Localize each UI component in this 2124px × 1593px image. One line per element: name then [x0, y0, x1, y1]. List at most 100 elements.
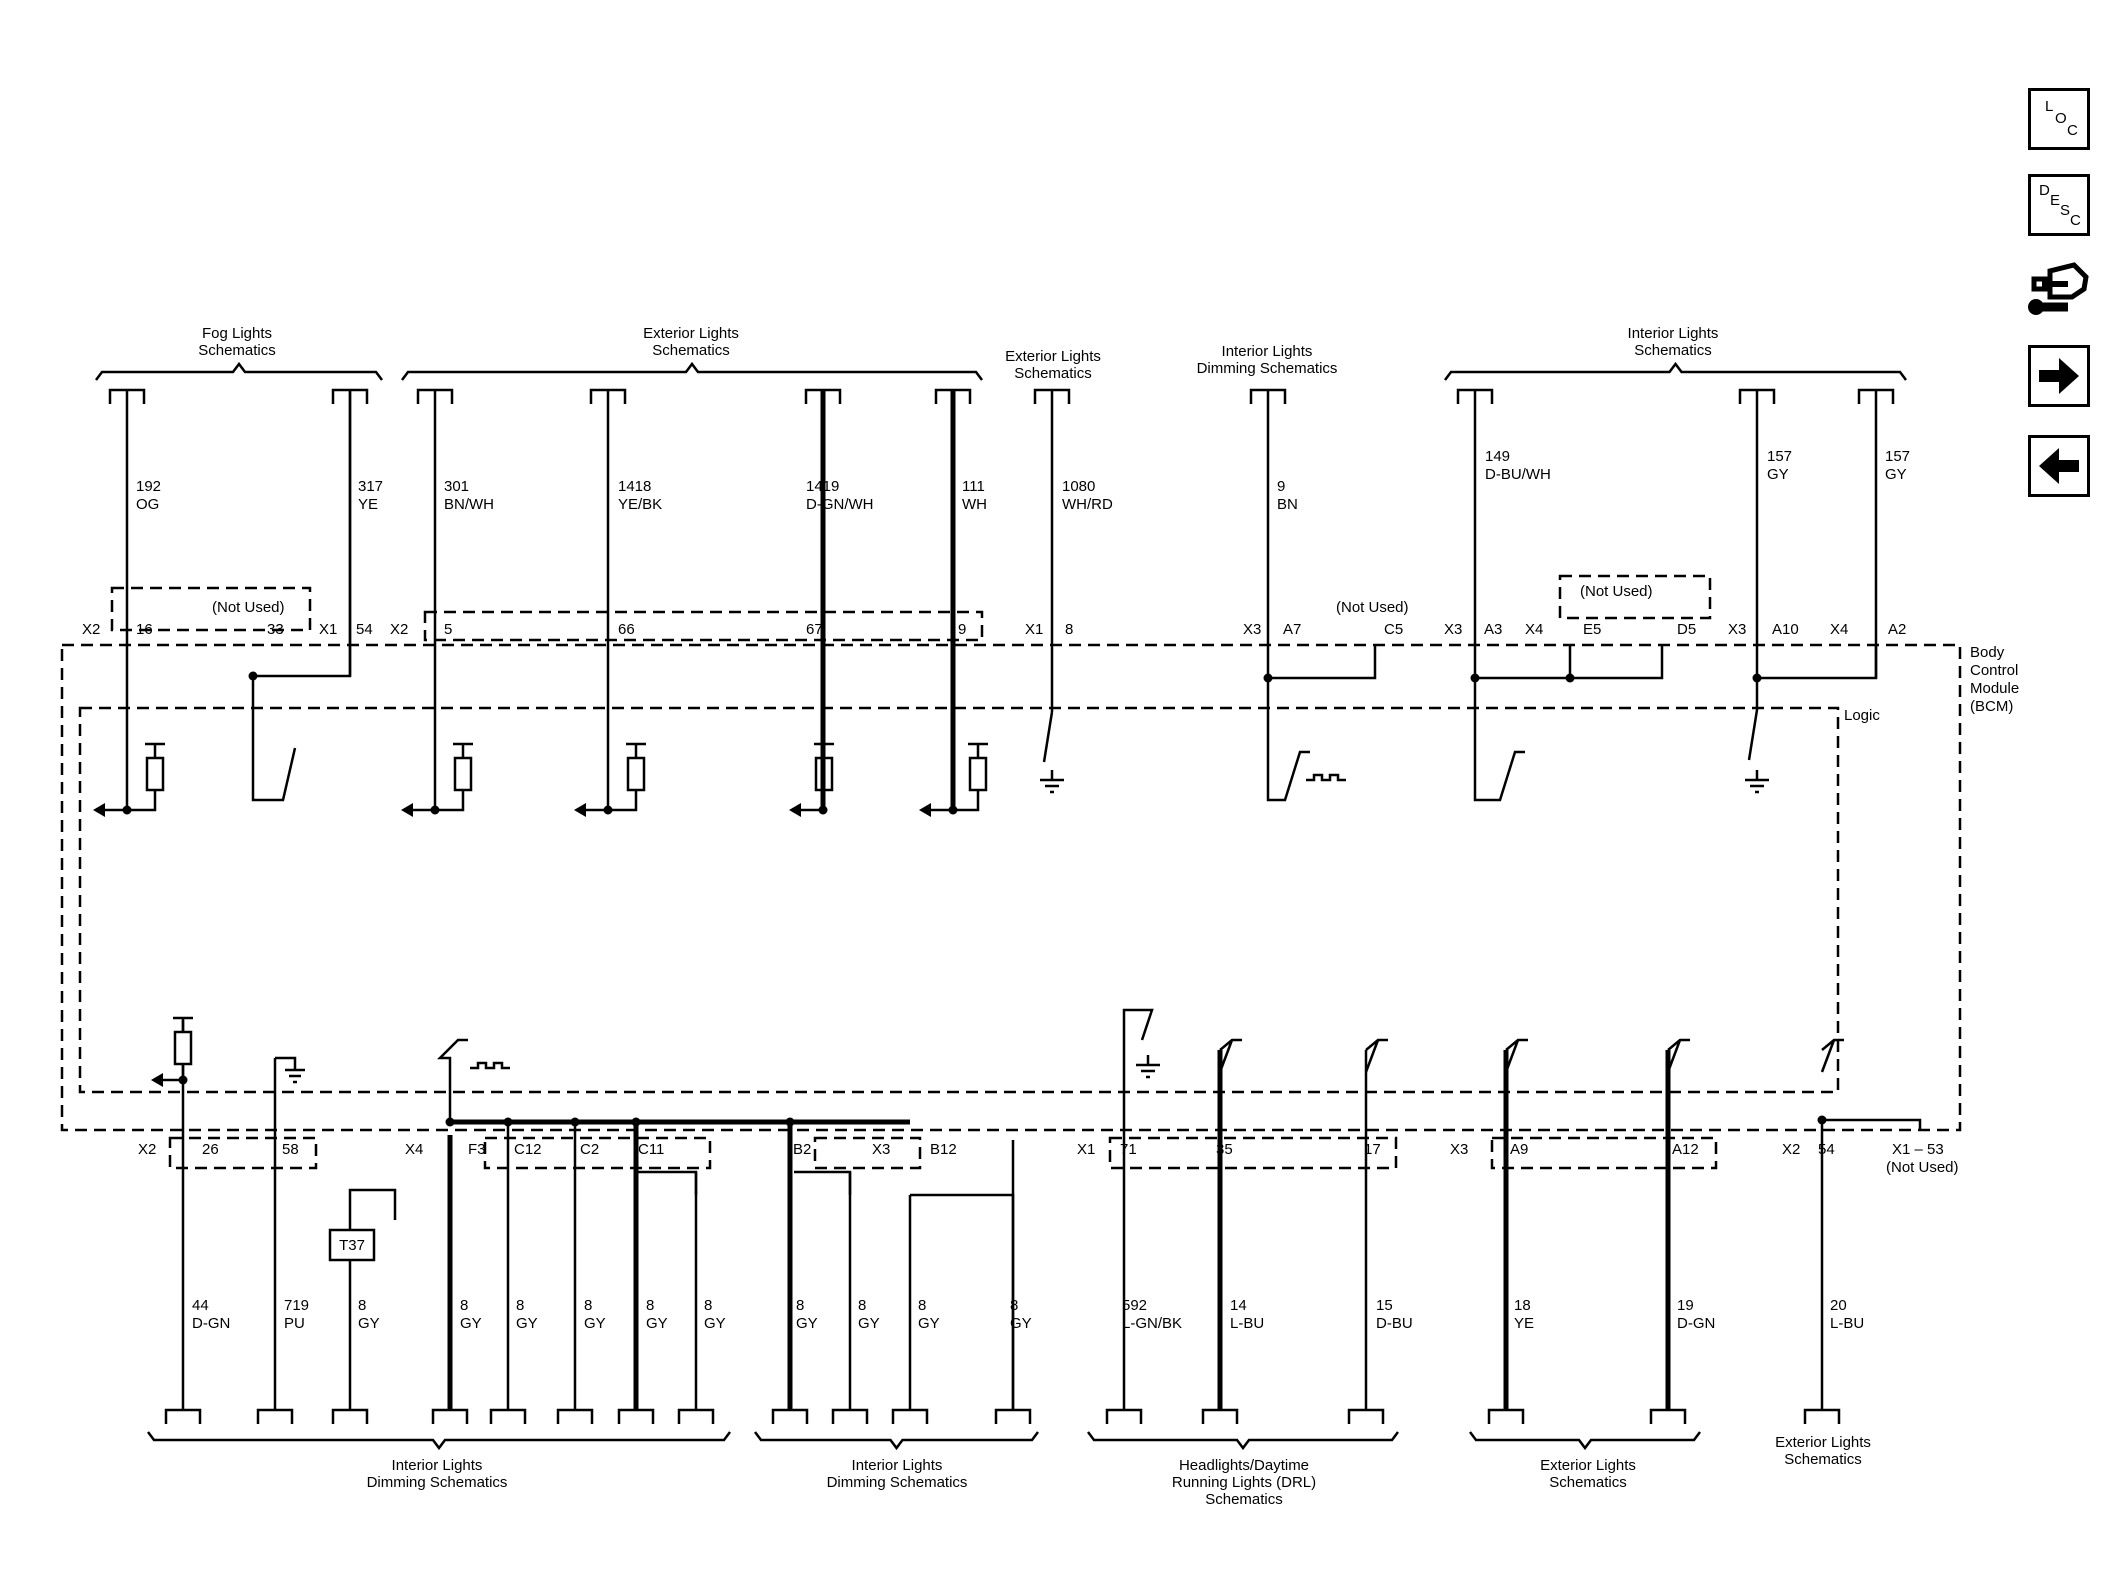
pin-label: 54 [356, 621, 373, 638]
circuit-number: 157 [1885, 448, 1910, 465]
header-brace [401, 361, 983, 381]
pin-label: D5 [1677, 621, 1696, 638]
desc-letter-s: S [2060, 202, 2071, 219]
pin-label: A3 [1484, 621, 1502, 638]
arrow-head [574, 803, 586, 817]
header-intdim: Dimming Schematics [1197, 360, 1338, 377]
splice-dot [1263, 673, 1273, 683]
loc-letter-l: L [2045, 98, 2054, 115]
circuit-number: 1418 [618, 478, 651, 495]
connector-terminal [617, 1408, 655, 1424]
not-used-label: (Not Used) [1336, 599, 1409, 616]
wire-color: D-BU [1376, 1315, 1413, 1332]
connector-terminal [556, 1408, 594, 1424]
connector-terminal [1803, 1408, 1841, 1424]
header-drl: Schematics [1205, 1491, 1283, 1508]
header-intdim1: Dimming Schematics [367, 1474, 508, 1491]
circuit-number: 111 [962, 478, 985, 495]
splice-dot [122, 805, 132, 815]
wire-color: GY [1885, 466, 1907, 483]
pin-label: X3 [872, 1141, 890, 1158]
resistor [173, 1030, 193, 1066]
wire-color: GY [1010, 1315, 1032, 1332]
splice-dot [818, 805, 828, 815]
not-used-label: (Not Used) [212, 599, 285, 616]
pullup-supply [968, 742, 988, 758]
harness-wrench-button[interactable] [2028, 255, 2094, 327]
next-button[interactable] [2028, 345, 2090, 407]
not-used-box [110, 586, 312, 632]
pullup-supply [453, 742, 473, 758]
harness-wrench-icon [2028, 262, 2089, 315]
bend-wire [910, 1193, 1015, 1410]
wire-color: D-GN [1677, 1315, 1715, 1332]
pin-label: 8 [1065, 621, 1073, 638]
pin-label: X1 [319, 621, 337, 638]
wire-color: WH/RD [1062, 496, 1113, 513]
switch-blade [1666, 1038, 1690, 1073]
pin-label: X3 [1728, 621, 1746, 638]
wire-color: YE [358, 496, 378, 513]
header-int: Schematics [1634, 342, 1712, 359]
resistor [145, 756, 165, 792]
wire-color: WH [962, 496, 987, 513]
pullup-supply [626, 742, 646, 758]
header-ext2: Exterior Lights [1005, 348, 1101, 365]
circuit-number: 8 [858, 1297, 866, 1314]
header-brace [1444, 361, 1907, 381]
pwm-symbol [1306, 773, 1346, 782]
circuit-number: 719 [284, 1297, 309, 1314]
circuit-number: 192 [136, 478, 161, 495]
desc-button[interactable]: D E S C [2028, 174, 2090, 236]
splice-dot [785, 1117, 795, 1127]
switch-wire [251, 390, 352, 802]
back-button[interactable] [2028, 435, 2090, 497]
loc-button[interactable]: L O C [2028, 88, 2090, 150]
splice-dot [603, 805, 613, 815]
pin-label: C2 [580, 1141, 599, 1158]
pin-label: 66 [618, 621, 635, 638]
resistor [968, 756, 988, 792]
pin-label: 26 [202, 1141, 219, 1158]
circuit-number: 301 [444, 478, 469, 495]
connector-terminal [164, 1408, 202, 1424]
pullup-wire [435, 790, 465, 812]
arrow-head [93, 803, 105, 817]
connector-terminal [1347, 1408, 1385, 1424]
pin-label: A2 [1888, 621, 1906, 638]
header-fog: Schematics [198, 342, 276, 359]
header-brace [1469, 1431, 1701, 1451]
desc-letter-c: C [2070, 212, 2081, 229]
header-intdim1: Interior Lights [392, 1457, 483, 1474]
pin-label: 35 [1216, 1141, 1233, 1158]
connector-terminal [489, 1408, 527, 1424]
not-used-box [423, 610, 984, 642]
arrow-head [919, 803, 931, 817]
connector-terminal [1649, 1408, 1687, 1424]
circuit-number: 18 [1514, 1297, 1531, 1314]
pin-label: X3 [1444, 621, 1462, 638]
loc-letter-c: C [2067, 122, 2078, 139]
wire-color: OG [136, 496, 159, 513]
bend-wire [794, 1170, 852, 1195]
not-used-box [168, 1136, 318, 1170]
splice-dot [178, 1075, 188, 1085]
desc-letter-e: E [2050, 192, 2061, 209]
switch-blade [1042, 711, 1054, 763]
pullup-wire [953, 790, 980, 812]
connector-terminal [1105, 1408, 1143, 1424]
module-name: Module [1970, 680, 2019, 697]
switch-blade [1747, 678, 1759, 761]
header-ext1: Schematics [652, 342, 730, 359]
circuit-number: 44 [192, 1297, 209, 1314]
module-name: (BCM) [1970, 698, 2013, 715]
ground-symbol [1745, 770, 1769, 794]
splice-dot [430, 805, 440, 815]
pin-label: 5 [444, 621, 452, 638]
header-int: Interior Lights [1628, 325, 1719, 342]
pwm-symbol [470, 1061, 510, 1070]
circuit-number: 8 [918, 1297, 926, 1314]
header-drl: Running Lights (DRL) [1172, 1474, 1316, 1491]
module-name: Body [1970, 644, 2005, 661]
